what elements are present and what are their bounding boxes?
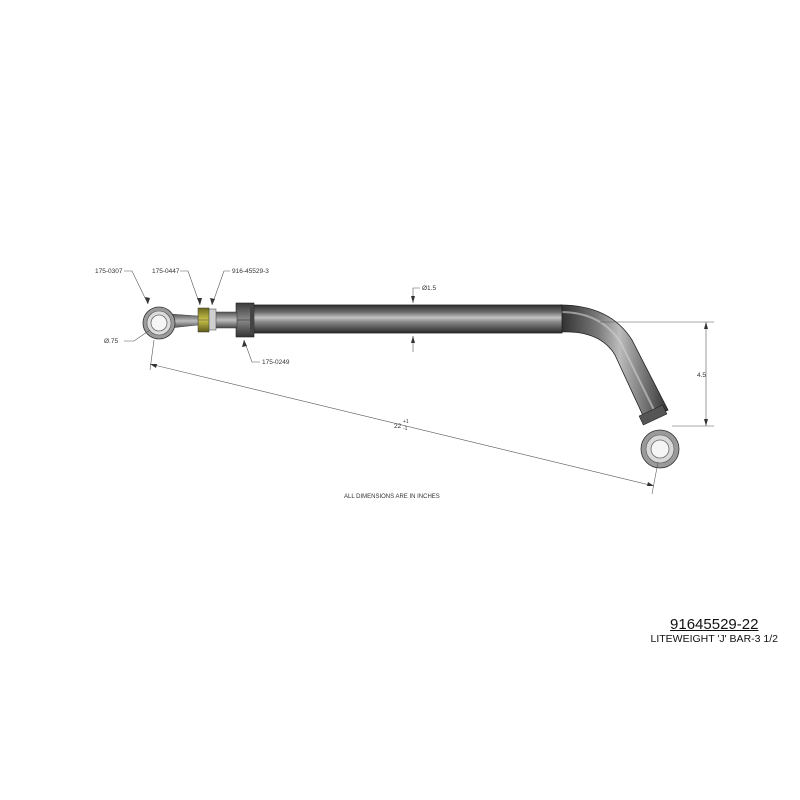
callout-rod-end-left: 175-0307 [95, 268, 123, 275]
dim-length-tol-plus: +1 [403, 419, 409, 425]
callout-jam-nut: 175-0447 [152, 268, 180, 275]
dim-length: 22 [394, 423, 402, 430]
dim-bore-diameter: Ø.75 [104, 338, 118, 345]
part-description: LITEWEIGHT 'J' BAR-3 1/2 [650, 633, 778, 645]
rod-end-left [142, 306, 199, 340]
dim-tube-diameter: Ø1.5 [422, 285, 436, 292]
jam-nut [197, 307, 210, 333]
tube-bend [559, 304, 669, 426]
dim-length-tol-minus: -1 [403, 426, 408, 432]
part-number: 91645529-22 [670, 616, 759, 633]
threaded-adjuster [207, 308, 238, 331]
rod-end-right [640, 429, 680, 469]
dim-drop-height: 4.5 [697, 372, 706, 379]
tube-straight [251, 304, 563, 334]
dimension-arrows [145, 296, 708, 486]
title-block: 91645529-22 LITEWEIGHT 'J' BAR-3 1/2 [650, 616, 778, 646]
units-note: ALL DIMENSIONS ARE IN INCHES [344, 494, 440, 500]
callout-tube-nut: 175-0249 [262, 359, 290, 366]
leader-lines [124, 270, 714, 495]
callout-adjuster: 916-45529-3 [232, 268, 269, 275]
tube-nut [235, 302, 255, 338]
